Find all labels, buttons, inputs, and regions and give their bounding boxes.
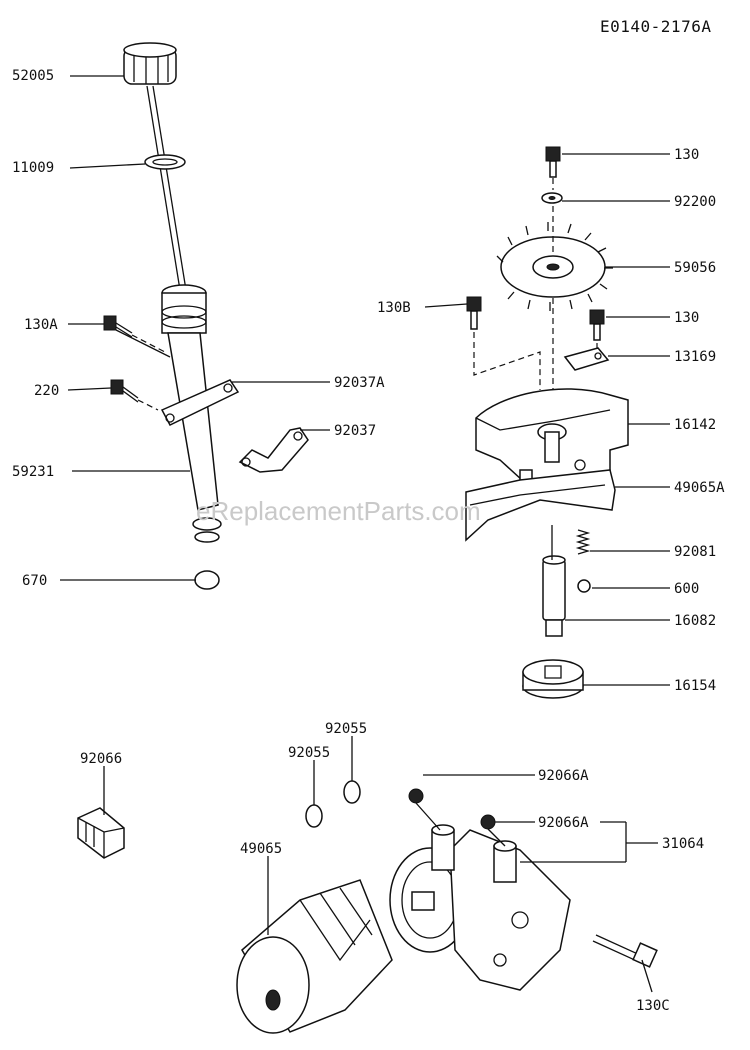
dipstick-tube-part bbox=[161, 284, 222, 590]
label-59231: 59231 bbox=[12, 464, 54, 480]
label-59056: 59056 bbox=[674, 260, 716, 276]
label-16142: 16142 bbox=[674, 417, 716, 433]
bolt-130c-part bbox=[592, 934, 658, 968]
oring-92055-left-part bbox=[305, 804, 323, 828]
label-49065a: 49065A bbox=[674, 480, 725, 496]
bracket-92037-part bbox=[238, 427, 309, 473]
bolt-130a-part bbox=[103, 315, 133, 338]
diagram-code: E0140-2176A bbox=[600, 17, 711, 36]
label-600: 600 bbox=[674, 581, 699, 597]
label-16082: 16082 bbox=[674, 613, 716, 629]
part-labels: 52005 11009 130A 220 59231 670 92037A 92… bbox=[12, 68, 725, 1014]
label-92200: 92200 bbox=[674, 194, 716, 210]
housing-16142-part bbox=[475, 388, 629, 491]
dipstick-rod-part bbox=[146, 85, 187, 291]
leader-lines bbox=[60, 75, 670, 993]
label-92081: 92081 bbox=[674, 544, 716, 560]
bolt-220-part bbox=[110, 379, 139, 403]
bracket-92037a-part bbox=[160, 379, 240, 426]
label-31064: 31064 bbox=[662, 836, 704, 852]
rotor-16154-part bbox=[522, 659, 584, 699]
label-130-mid: 130 bbox=[674, 310, 699, 326]
nut-92066a-bottom-part bbox=[480, 814, 496, 830]
dipstick-cap-part bbox=[123, 42, 177, 85]
spring-92081-part bbox=[575, 529, 591, 555]
label-92037a: 92037A bbox=[334, 375, 385, 391]
shaft-16082-part bbox=[542, 525, 566, 637]
ball-600-part bbox=[577, 579, 591, 593]
label-92066: 92066 bbox=[80, 751, 122, 767]
label-49065: 49065 bbox=[240, 841, 282, 857]
label-130c: 130C bbox=[636, 998, 670, 1014]
bolt-130-top-part bbox=[545, 146, 561, 178]
oring-11009-part bbox=[144, 154, 186, 170]
gear-59056-part bbox=[496, 222, 613, 311]
label-130-top: 130 bbox=[674, 147, 699, 163]
oring-92055-right-part bbox=[343, 780, 361, 804]
label-130b: 130B bbox=[377, 300, 411, 316]
label-92055-right: 92055 bbox=[325, 721, 367, 737]
bolt-130-mid-part bbox=[589, 309, 605, 341]
watermark: eReplacementParts.com bbox=[196, 496, 481, 526]
nut-92066a-top-part bbox=[408, 788, 424, 804]
label-92066a-bottom: 92066A bbox=[538, 815, 589, 831]
label-13169: 13169 bbox=[674, 349, 716, 365]
label-92066a-top: 92066A bbox=[538, 768, 589, 784]
oil-filter-49065-part bbox=[236, 879, 393, 1034]
label-670: 670 bbox=[22, 573, 47, 589]
screen-49065a-part bbox=[465, 469, 616, 542]
label-130a: 130A bbox=[24, 317, 58, 333]
label-92037: 92037 bbox=[334, 423, 376, 439]
bolt-130b-part bbox=[466, 296, 482, 330]
label-52005: 52005 bbox=[12, 68, 54, 84]
plug-92066-part bbox=[77, 807, 125, 859]
label-220: 220 bbox=[34, 383, 59, 399]
plate-13169-part bbox=[563, 347, 610, 371]
label-11009: 11009 bbox=[12, 160, 54, 176]
pump-body-31064-part bbox=[389, 824, 571, 991]
label-16154: 16154 bbox=[674, 678, 716, 694]
label-92055-left: 92055 bbox=[288, 745, 330, 761]
